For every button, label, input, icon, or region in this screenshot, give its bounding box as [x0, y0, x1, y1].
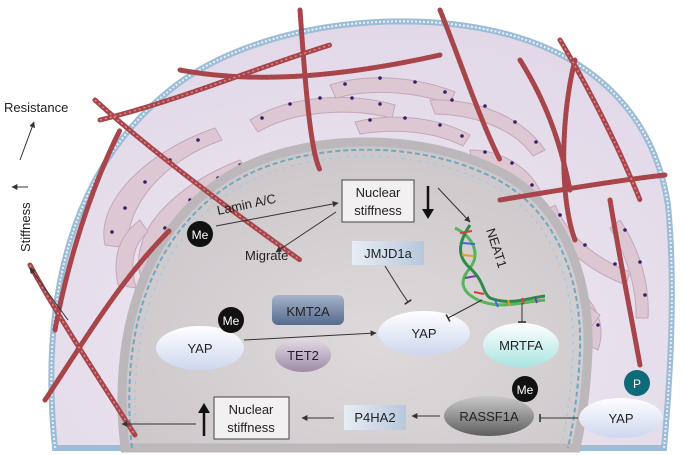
jmjd1a-label: JMJD1a: [364, 246, 412, 261]
stiffness-to-migrate-arrow: [275, 211, 337, 253]
nuclear-stiffness-bottom-line1: Nuclear: [229, 402, 274, 417]
lamin-to-stiffness-arrow: [215, 201, 339, 227]
stiffness-actin-arrow: [29, 267, 69, 321]
phospho-badge: [624, 370, 650, 396]
me-badge-yap-text: Me: [223, 314, 240, 328]
yap-right-label: YAP: [608, 411, 633, 426]
jmjd1a-box: JMJD1a: [352, 241, 424, 265]
down-arrow-icon: [422, 186, 434, 219]
yap-protein-right: YAP: [579, 398, 663, 438]
nuclear-stiffness-bottom-line2: stiffness: [227, 420, 275, 435]
rassf1a-protein: RASSF1A: [444, 396, 534, 436]
nuclear-stiffness-bottom: Nuclear stiffness: [213, 396, 290, 440]
phospho-badge-text: P: [633, 377, 641, 391]
yap-protein-left: YAP: [156, 326, 244, 370]
me-badge-lamin-text: Me: [192, 228, 209, 242]
kmt2a-protein: KMT2A: [272, 295, 344, 325]
stiffness-side-label: Stiffness: [18, 202, 33, 252]
me-badge-rassf1a-text: Me: [517, 383, 534, 397]
rassf1a-label: RASSF1A: [459, 409, 519, 424]
nuclear-stiffness-top: Nuclear stiffness: [341, 179, 415, 223]
mrtfa-protein: MRTFA: [483, 323, 559, 367]
neat1-inhibit-yap: [445, 299, 483, 322]
tet2-label: TET2: [287, 348, 319, 363]
yap-left-to-center-arrow: [243, 330, 377, 341]
yap-protein-center: YAP: [378, 311, 470, 355]
me-badge-rassf1a: [512, 376, 538, 402]
migrate-label: Migrate: [245, 248, 288, 263]
actin-filament-highlights: [29, 39, 641, 436]
yap-left-label: YAP: [187, 341, 212, 356]
p4ha2-box: P4HA2: [344, 405, 406, 430]
yap-center-label: YAP: [411, 326, 436, 341]
nuclear-lamina-helix: [128, 148, 582, 449]
nuclear-stiffness-top-line2: stiffness: [354, 203, 402, 218]
neat1-dna-helix: [454, 224, 546, 308]
tet2-protein: TET2: [275, 338, 331, 372]
p4ha2-label: P4HA2: [354, 410, 395, 425]
kmt2a-label: KMT2A: [286, 304, 330, 319]
nucleus: [117, 137, 593, 453]
me-badge-lamin: [187, 221, 213, 247]
me-badge-yap: [218, 307, 244, 333]
jmjd1a-inhibit-line: [384, 265, 412, 305]
resistance-arrow: [19, 121, 35, 161]
up-arrow-icon: [198, 403, 210, 436]
nuclear-stiffness-top-line1: Nuclear: [356, 185, 401, 200]
resistance-label: Resistance: [4, 100, 68, 115]
stiffness-to-neat1-arrow: [437, 187, 471, 223]
mrtfa-label: MRTFA: [499, 338, 543, 353]
